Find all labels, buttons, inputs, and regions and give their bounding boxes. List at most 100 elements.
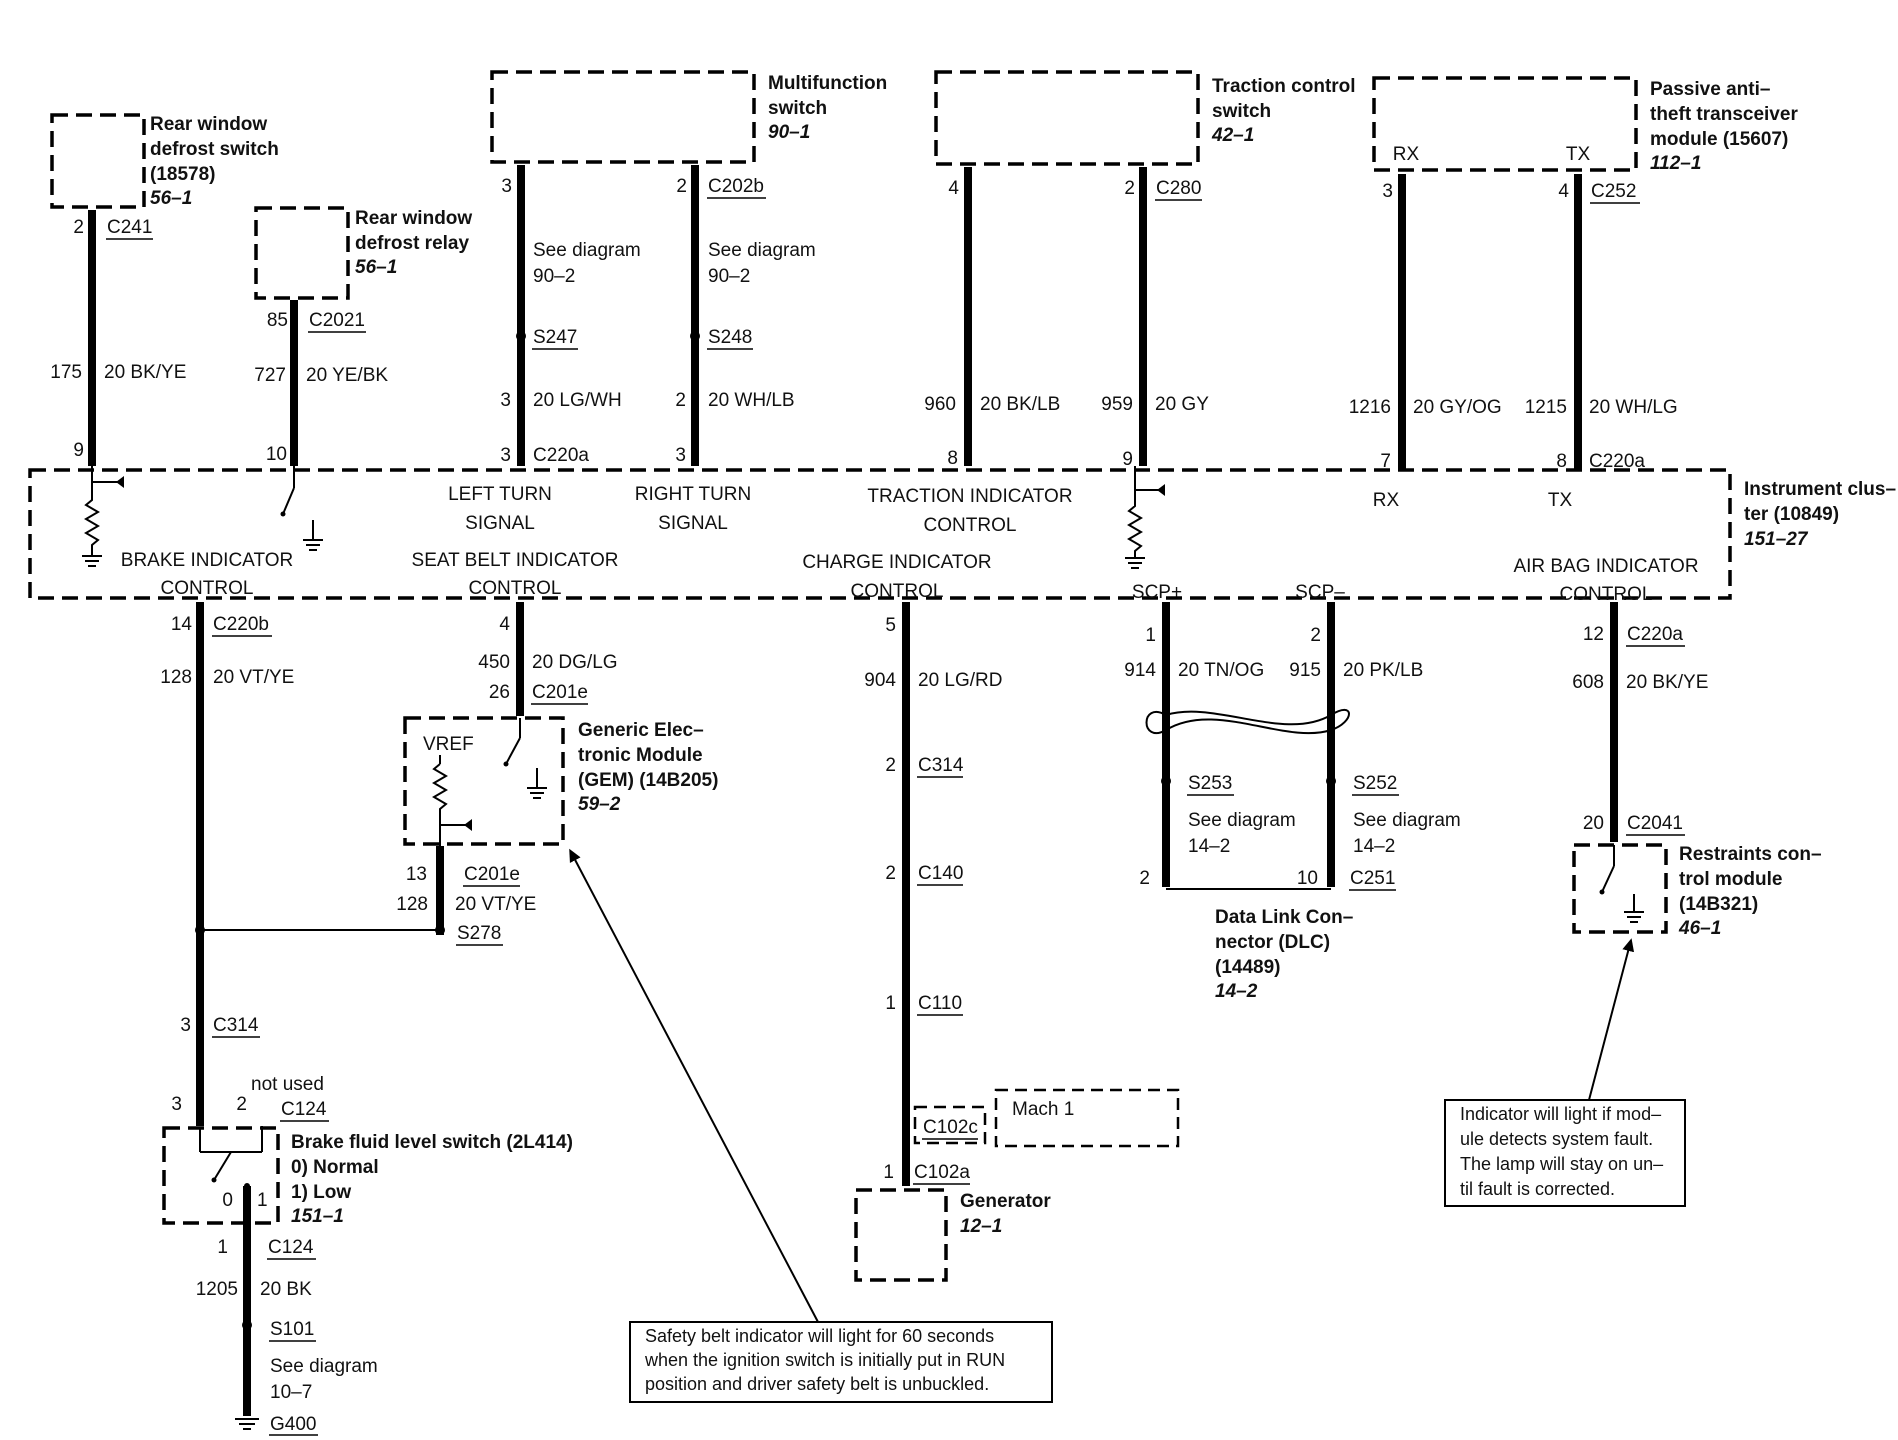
airbag-note-line-1: Indicator will light if mod– (1460, 1104, 1661, 1124)
brake-fluid-switch-name: Brake fluid level switch (2L414) (291, 1132, 573, 1153)
connector-c241: C241 (107, 217, 152, 238)
rear-defrost-switch-name-2: defrost switch (150, 139, 279, 160)
label-air-bag-indicator-2: CONTROL (1560, 584, 1653, 605)
wire-128a-color: 20 VT/YE (213, 667, 294, 688)
restraints-module-name-3: (14B321) (1679, 894, 1758, 915)
wire-1205-circuit: 1205 (196, 1279, 238, 1300)
pin-9: 9 (73, 440, 84, 461)
connector-c102c: C102c (923, 1117, 978, 1138)
wire-608-color: 20 BK/YE (1626, 672, 1708, 693)
pin-2-dlc: 2 (1310, 625, 1321, 646)
dlc-name-2: nector (DLC) (1215, 932, 1330, 953)
connector-c2041: C2041 (1627, 813, 1683, 834)
connector-c251: C251 (1350, 868, 1395, 889)
wire-1216-circuit: 1216 (1349, 397, 1391, 418)
connector-c220b: C220b (213, 614, 269, 635)
label-brake-indicator: BRAKE INDICATOR (121, 550, 293, 571)
wire-128b-color: 20 VT/YE (455, 894, 536, 915)
wire-915-circuit: 915 (1289, 660, 1321, 681)
brake-fluid-internal-switch (199, 1126, 263, 1189)
instrument-cluster-box (28, 468, 1732, 600)
label-left-turn: LEFT TURN (448, 484, 552, 505)
label-scp-plus: SCP+ (1132, 582, 1182, 603)
wire-727-circuit: 727 (254, 365, 286, 386)
seatbelt-note-box (629, 1321, 1053, 1403)
traction-control-switch-name-2: switch (1212, 101, 1271, 122)
connector-c2021: C2021 (309, 310, 365, 331)
ground-g400: G400 (270, 1414, 316, 1435)
connector-c124-bottom: C124 (268, 1237, 314, 1258)
instrument-cluster-name: Instrument clus– (1744, 479, 1896, 500)
rear-defrost-relay-ref: 56–1 (355, 257, 397, 278)
pin-7: 7 (1380, 451, 1391, 472)
instrument-cluster-name-2: ter (10849) (1744, 504, 1839, 525)
traction-control-switch-box (934, 70, 1200, 166)
pin-2-mfs: 2 (676, 176, 687, 197)
pin-9-tcs: 9 (1122, 449, 1133, 470)
connector-c110: C110 (918, 993, 962, 1014)
pin-10: 10 (266, 444, 287, 465)
pin-3-pats: 3 (1382, 181, 1393, 202)
wire-175-circuit: 175 (50, 362, 82, 383)
generator-ref: 12–1 (960, 1216, 1002, 1237)
pin-2-c314: 2 (885, 755, 896, 776)
pin-2-c241: 2 (73, 217, 84, 238)
connector-c202b: C202b (708, 176, 764, 197)
brake-fluid-state-normal: 0) Normal (291, 1157, 379, 1178)
label-charge-indicator: CHARGE INDICATOR (802, 552, 991, 573)
pin-2-dlc-b: 2 (1139, 868, 1150, 889)
brake-fluid-contact-1: 1 (257, 1190, 268, 1211)
wire-960-circuit: 960 (924, 394, 956, 415)
restraints-module-ref: 46–1 (1678, 918, 1721, 939)
splice-s101: S101 (270, 1319, 314, 1340)
pin-12: 12 (1583, 624, 1604, 645)
brake-indicator-circuit (82, 466, 124, 567)
wire-whlb-circuit: 2 (675, 390, 686, 411)
multifunction-switch-box (490, 70, 756, 164)
label-traction-indicator: TRACTION INDICATOR (867, 486, 1072, 507)
generator-box (854, 1188, 948, 1282)
wire-1215-color: 20 WH/LG (1589, 397, 1678, 418)
see-diagram-s247: See diagram (533, 240, 641, 261)
rear-defrost-switch-name-3: (18578) (150, 164, 216, 185)
pin-85: 85 (267, 310, 288, 331)
label-right-turn: RIGHT TURN (635, 484, 751, 505)
wire-727-color: 20 YE/BK (306, 365, 388, 386)
pin-26: 26 (489, 682, 510, 703)
wire-1205-color: 20 BK (260, 1279, 312, 1300)
airbag-note-line-3: The lamp will stay on un– (1460, 1154, 1663, 1174)
not-used-label: not used (251, 1074, 324, 1095)
see-diagram-s247-ref: 90–2 (533, 266, 575, 287)
splice-s247: S247 (533, 327, 577, 348)
rear-defrost-relay-name-2: defrost relay (355, 233, 469, 254)
seatbelt-note-line-3: position and driver safety belt is unbuc… (645, 1374, 989, 1394)
pats-tx: TX (1566, 144, 1591, 165)
label-brake-indicator-2: CONTROL (161, 578, 254, 599)
gem-name-3: (GEM) (14B205) (578, 770, 718, 791)
wire-914-color: 20 TN/OG (1178, 660, 1264, 681)
wire-904-color: 20 LG/RD (918, 670, 1002, 691)
restraints-module-name: Restraints con– (1679, 844, 1822, 865)
label-right-turn-2: SIGNAL (658, 513, 728, 534)
label-seat-belt-indicator-2: CONTROL (469, 578, 562, 599)
dlc-name-3: (14489) (1215, 957, 1281, 978)
brake-fluid-contact-0: 0 (222, 1190, 233, 1211)
connector-c102a: C102a (914, 1162, 970, 1183)
pats-module-name-3: module (15607) (1650, 129, 1788, 150)
label-air-bag-indicator: AIR BAG INDICATOR (1513, 556, 1698, 577)
dlc-name: Data Link Con– (1215, 907, 1353, 928)
pin-20: 20 (1583, 813, 1604, 834)
seatbelt-note-line-2: when the ignition switch is initially pu… (644, 1350, 1005, 1370)
see-diagram-s248: See diagram (708, 240, 816, 261)
gem-box (403, 716, 565, 846)
restraints-module-name-2: trol module (1679, 869, 1782, 890)
pin-10-dlc: 10 (1297, 868, 1318, 889)
wire-915-color: 20 PK/LB (1343, 660, 1423, 681)
see-diagram-s252: See diagram (1353, 810, 1461, 831)
brake-fluid-state-low: 1) Low (291, 1182, 351, 1203)
pin-1-bfs: 1 (217, 1237, 228, 1258)
see-diagram-s101: See diagram (270, 1356, 378, 1377)
connector-c124-top: C124 (281, 1099, 327, 1120)
wire-959-color: 20 GY (1155, 394, 1209, 415)
